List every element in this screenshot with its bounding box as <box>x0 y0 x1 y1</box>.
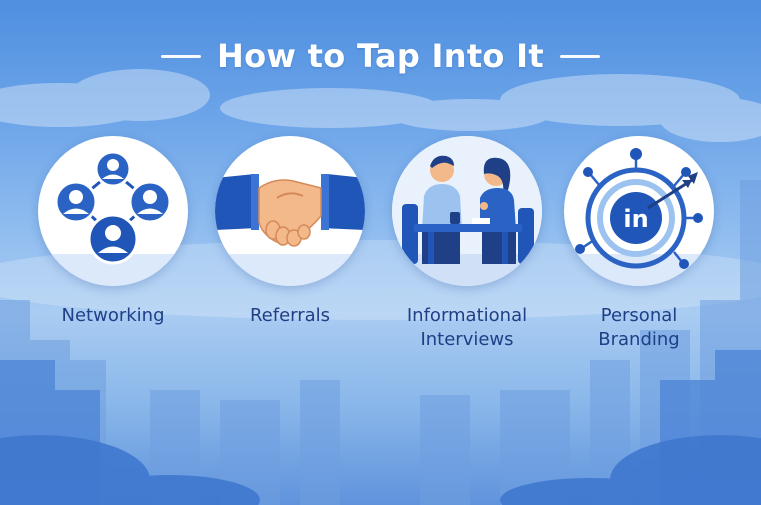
circle-networking <box>38 136 188 286</box>
card-networking: Networking <box>38 136 188 326</box>
label-informational-interviews: Informational Interviews <box>362 304 572 352</box>
linkedin-badge-text: in <box>623 205 648 233</box>
clouds <box>0 69 761 142</box>
title-row: How to Tap Into It <box>0 34 761 78</box>
label-line: Interviews <box>420 329 514 350</box>
title-dash-left <box>161 54 202 58</box>
page-title: How to Tap Into It <box>217 37 544 75</box>
interview-people-icon <box>392 136 542 286</box>
label-line: Personal <box>600 305 678 326</box>
label-line: Branding <box>598 329 680 350</box>
card-referrals: Referrals <box>215 136 365 326</box>
label-line: Networking <box>61 305 165 326</box>
network-people-icon <box>38 150 188 286</box>
label-personal-branding: Personal Branding <box>534 304 744 352</box>
title-dash-right <box>559 54 600 58</box>
foreground-trees <box>0 435 761 505</box>
linkedin-target-icon: in <box>564 148 714 286</box>
card-personal-branding: in Personal Branding <box>564 136 714 350</box>
circle-interviews <box>392 136 542 286</box>
circle-referrals <box>215 136 365 286</box>
handshake-icon <box>215 174 365 286</box>
label-referrals: Referrals <box>185 304 395 328</box>
card-informational-interviews: Informational Interviews <box>392 136 542 350</box>
circle-branding: in <box>564 136 714 286</box>
label-line: Referrals <box>249 305 331 326</box>
label-line: Informational <box>406 305 528 326</box>
label-networking: Networking <box>8 304 218 328</box>
